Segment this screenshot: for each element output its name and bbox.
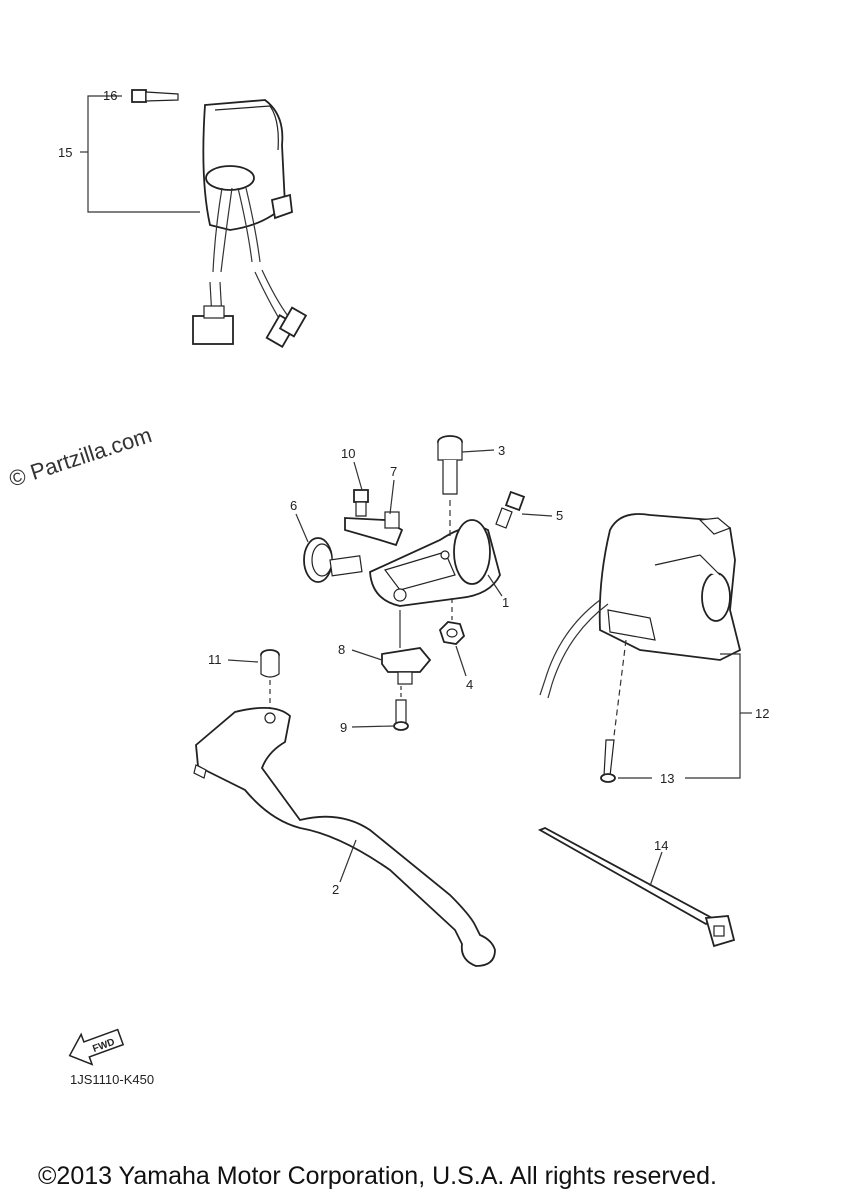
- part-11-collar: [260, 649, 280, 678]
- callout-7: 7: [390, 464, 397, 479]
- part-5-screw: [495, 490, 526, 529]
- callout-12: 12: [755, 706, 769, 721]
- part-16-screw: [131, 89, 179, 103]
- part-2-lever: [193, 706, 496, 967]
- callout-1: 1: [502, 595, 509, 610]
- part-14-cable-tie: [537, 827, 736, 948]
- callout-bracket-12: [685, 653, 741, 779]
- callout-8: 8: [338, 642, 345, 657]
- callout-14: 14: [654, 838, 668, 853]
- callout-6: 6: [290, 498, 297, 513]
- part-8-switch: [381, 647, 432, 685]
- part-3-pivot-bolt: [437, 435, 463, 495]
- callout-bracket-15: [87, 95, 200, 213]
- callout-3: 3: [498, 443, 505, 458]
- fwd-arrow-icon: FWD: [68, 1028, 125, 1066]
- callout-13: 13: [660, 771, 674, 786]
- part-9-screw: [393, 699, 409, 731]
- part-13-screw: [600, 739, 616, 783]
- part-4-nut: [438, 621, 466, 645]
- callout-2: 2: [332, 882, 339, 897]
- part-12-right-switch: [539, 513, 742, 699]
- callout-4: 4: [466, 677, 473, 692]
- reference-code: 1JS1110-K450: [70, 1072, 155, 1087]
- callout-16: 16: [103, 88, 117, 103]
- copyright-notice: ©2013 Yamaha Motor Corporation, U.S.A. A…: [38, 1162, 717, 1190]
- part-7-plate: [344, 511, 404, 547]
- part-15-switch-assembly: [192, 99, 308, 348]
- callout-15: 15: [58, 145, 72, 160]
- part-6-adjuster: [303, 537, 363, 583]
- part-1-lever-bracket: [369, 519, 501, 607]
- callout-5: 5: [556, 508, 563, 523]
- callout-11: 11: [208, 652, 222, 667]
- part-10-screw: [353, 489, 369, 517]
- callout-10: 10: [341, 446, 355, 461]
- callout-9: 9: [340, 720, 347, 735]
